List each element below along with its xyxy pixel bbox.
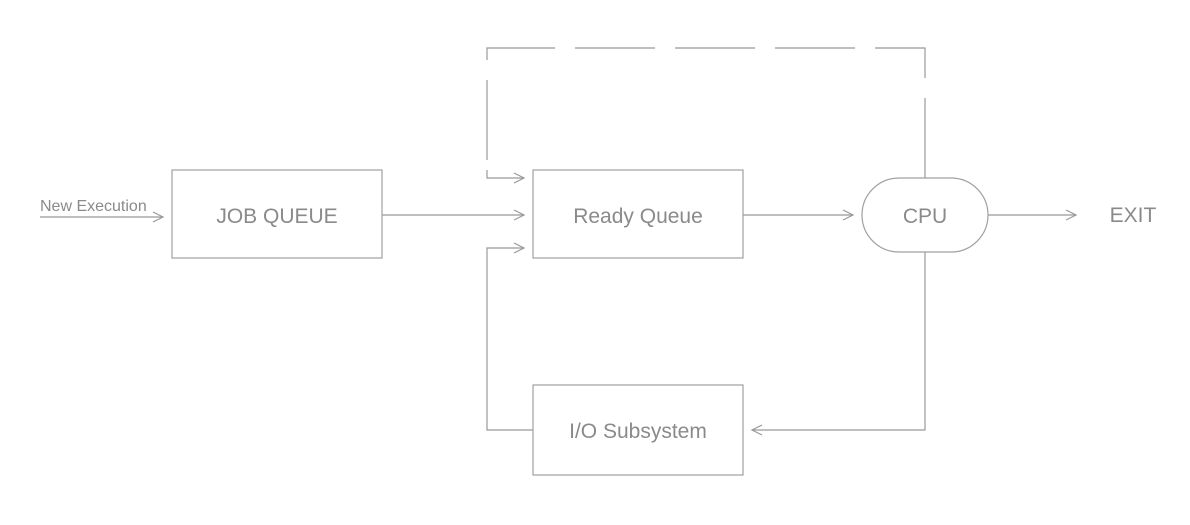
new-execution-label: New Execution [40,198,147,215]
node-cpu: CPU [861,177,989,253]
cpu-stadium [861,177,989,253]
node-ready-queue: Ready Queue [532,169,744,259]
job-queue-box [171,169,383,259]
node-job-queue: JOB QUEUE [171,169,383,259]
node-io-subsystem: I/O Subsystem [532,384,744,476]
job-queue-label: JOB QUEUE [216,205,337,228]
io-subsystem-box [532,384,744,476]
io-subsystem-label: I/O Subsystem [569,420,707,443]
edge-cpu-to-io-subsystem [750,252,926,436]
edge-cpu-to-ready-queue-dashed [486,47,926,178]
edge-io-subsystem-to-ready-queue [486,242,533,431]
exit-label: EXIT [1110,204,1157,227]
cpu-label: CPU [903,205,947,228]
ready-queue-box [532,169,744,259]
edge-cpu-to-ready-queue-dashed-arrowhead-segment [486,170,526,184]
ready-queue-label: Ready Queue [573,205,703,228]
